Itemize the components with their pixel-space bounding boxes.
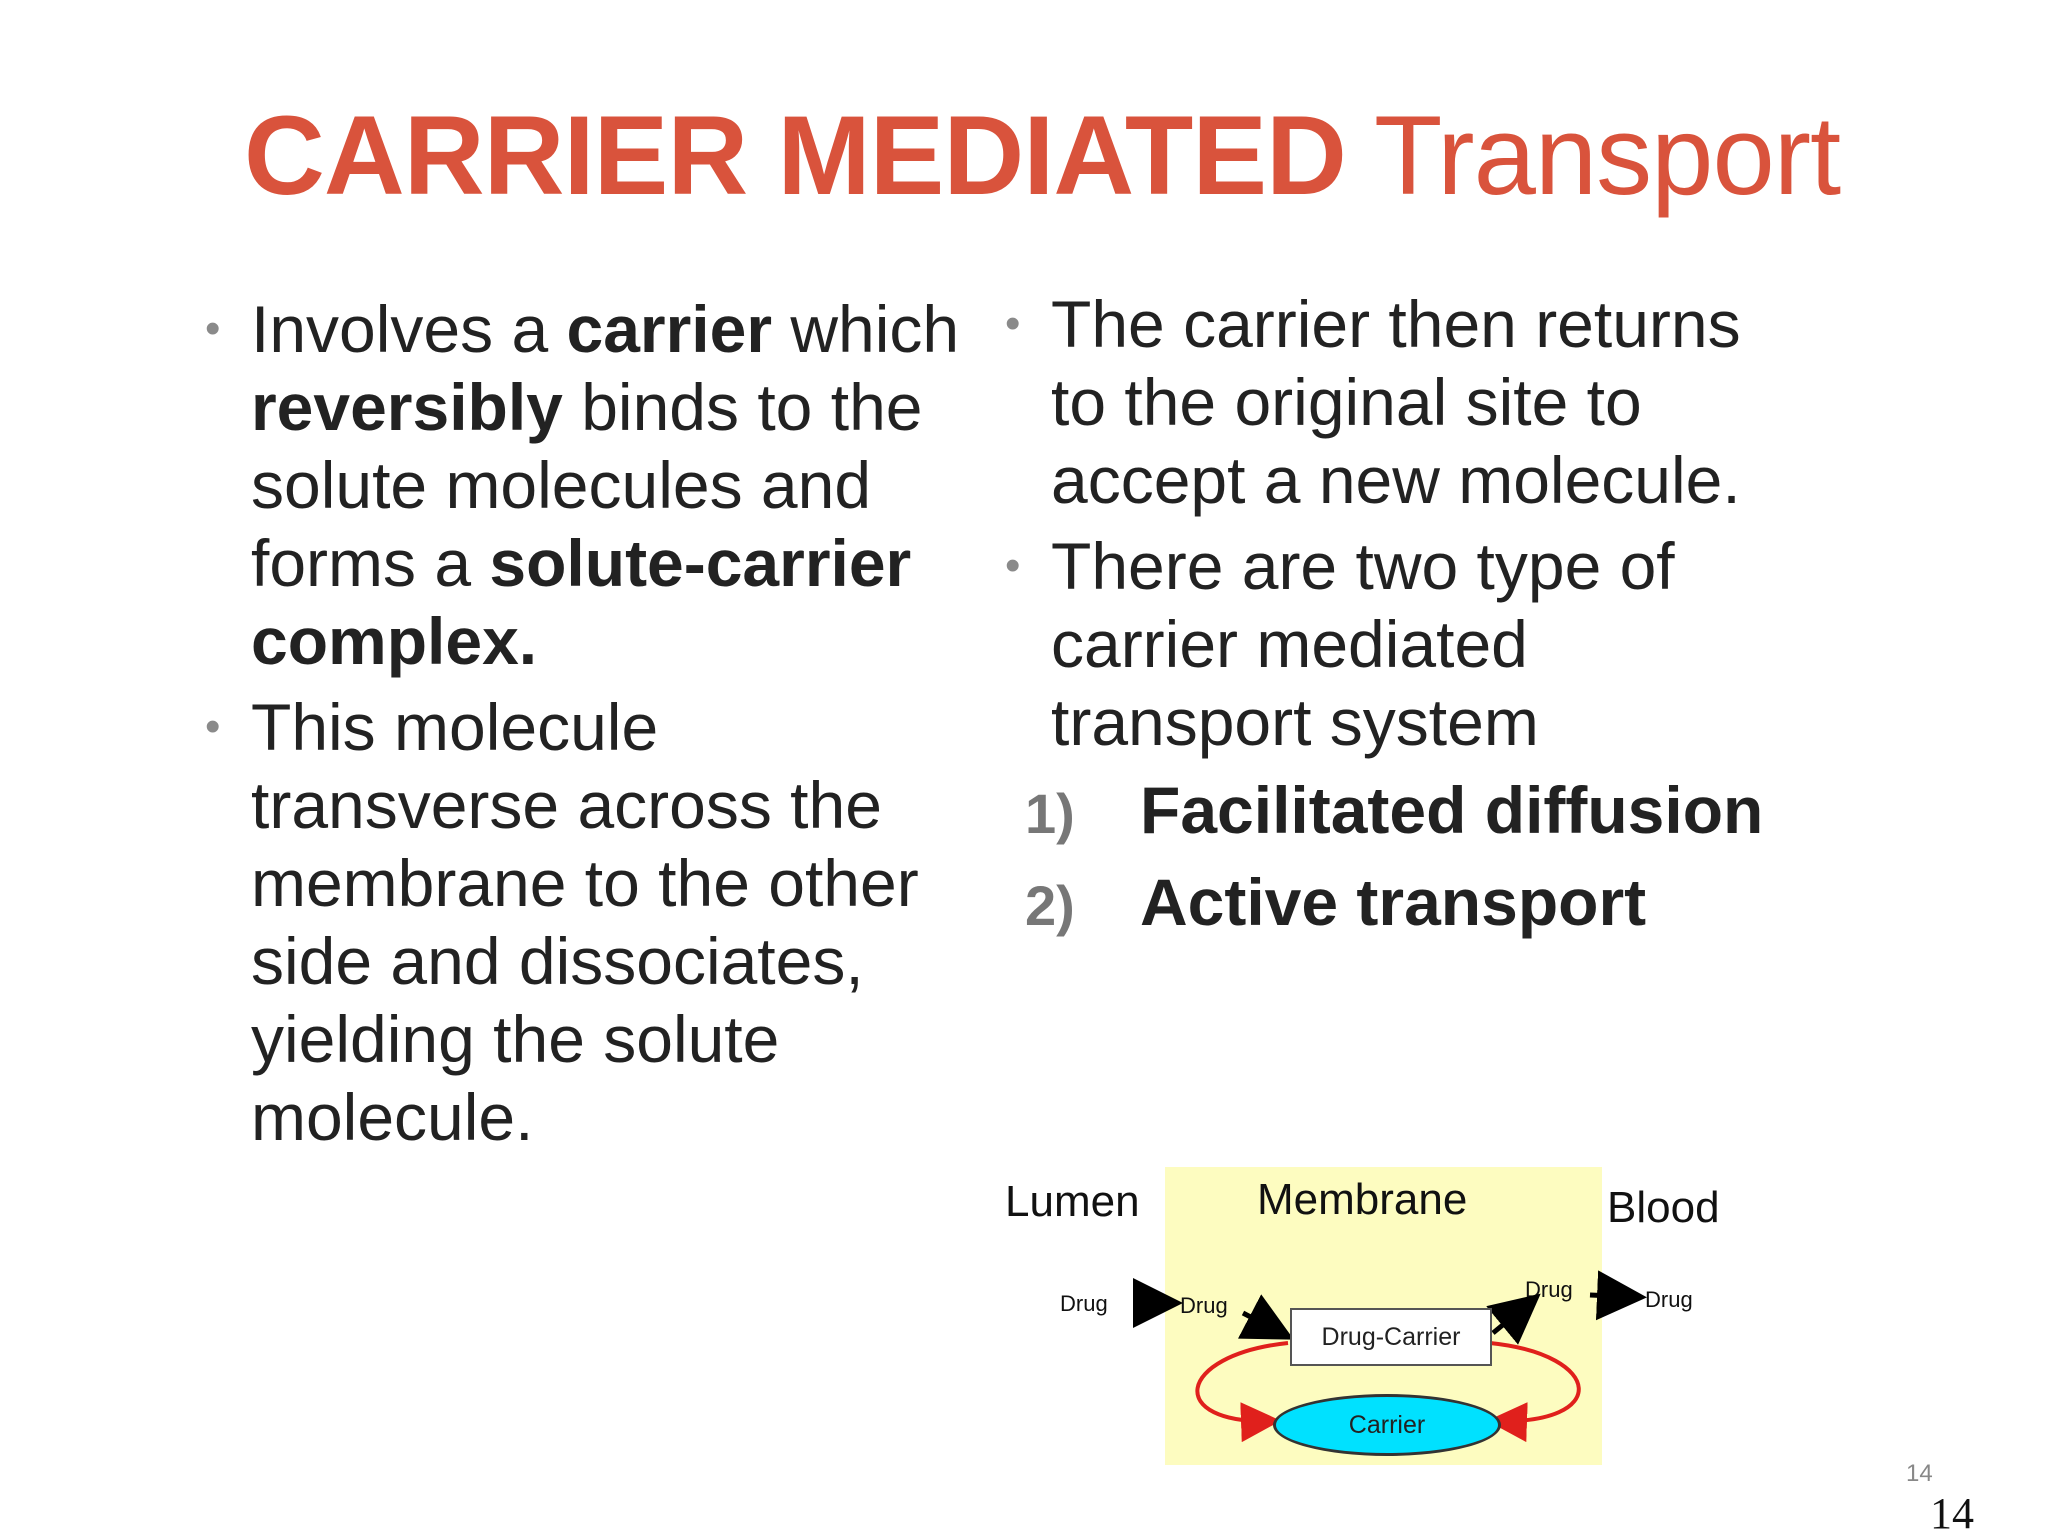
bullet-text: which — [772, 292, 960, 366]
list-item-active-transport: 2) Active transport — [1005, 863, 1785, 941]
cycle-arrow-left — [1195, 1341, 1289, 1443]
bullet-text: There are two type of carrier mediated t… — [1051, 529, 1675, 759]
arrow-carrier-to-drug — [1486, 1293, 1541, 1345]
carrier-transport-diagram: Lumen Membrane Blood Drug Drug Drug Drug… — [1005, 1165, 1745, 1475]
bullet-bold-complex: solute-carrier complex. — [251, 526, 912, 678]
bullet-dot-icon: • — [205, 304, 221, 353]
membrane-label: Membrane — [1257, 1175, 1468, 1224]
bullet-bold-reversibly: reversibly — [251, 370, 563, 444]
cycle-arrow-right — [1487, 1341, 1581, 1443]
list-number: 2) — [1025, 874, 1075, 937]
bullet-text: Involves a — [251, 292, 567, 366]
arrow-drug-to-carrier — [1237, 1294, 1294, 1340]
drug-entering-label: Drug — [1180, 1293, 1228, 1318]
carrier-ellipse: Carrier — [1273, 1394, 1501, 1456]
bullet-two-types: • There are two type of carrier mediated… — [1005, 527, 1785, 761]
right-column: • The carrier then returns to the origin… — [1005, 285, 1785, 955]
bullet-transverse: • This molecule transverse across the me… — [205, 688, 965, 1156]
list-number: 1) — [1025, 782, 1075, 845]
bullet-text: The carrier then returns to the original… — [1051, 287, 1741, 517]
diagram-arrows — [1133, 1270, 1647, 1443]
drug-carrier-complex-box: Drug-Carrier — [1290, 1308, 1492, 1366]
drug-blood-label: Drug — [1645, 1287, 1693, 1312]
drug-lumen-label: Drug — [1060, 1291, 1108, 1316]
blood-label: Blood — [1607, 1183, 1720, 1232]
bullet-carrier-returns: • The carrier then returns to the origin… — [1005, 285, 1785, 519]
bullet-text: This molecule transverse across the memb… — [251, 690, 919, 1154]
page-number: 14 — [1930, 1489, 1974, 1538]
bullet-dot-icon: • — [205, 702, 221, 751]
bullet-dot-icon: • — [1005, 541, 1021, 590]
page-number-small: 14 — [1906, 1460, 1933, 1487]
slide-title: CARRIER MEDIATED Transport — [244, 100, 1841, 212]
title-normal-part: Transport — [1374, 93, 1841, 218]
list-item-facilitated-diffusion: 1) Facilitated diffusion — [1005, 771, 1785, 849]
bullet-carrier-binding: • Involves a carrier which reversibly bi… — [205, 290, 965, 680]
bullet-text: binds to the solute molecules and forms … — [251, 370, 923, 600]
bullet-dot-icon: • — [1005, 299, 1021, 348]
list-label: Facilitated diffusion — [1140, 773, 1764, 847]
left-column: • Involves a carrier which reversibly bi… — [205, 290, 965, 1164]
arrow-drug-to-blood — [1589, 1270, 1647, 1321]
title-bold-part: CARRIER MEDIATED — [244, 93, 1347, 218]
lumen-label: Lumen — [1005, 1177, 1140, 1226]
bullet-bold-carrier: carrier — [566, 292, 773, 366]
list-label: Active transport — [1140, 865, 1647, 939]
